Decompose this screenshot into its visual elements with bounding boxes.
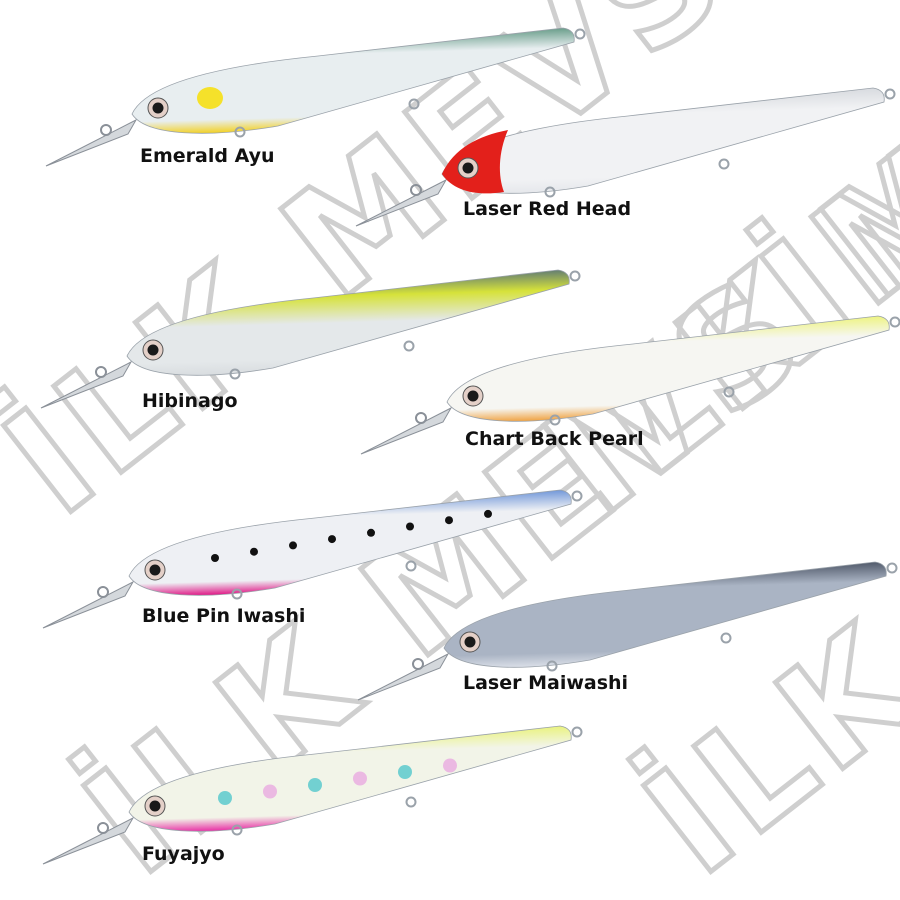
hook-hanger — [405, 560, 417, 572]
pupil — [149, 564, 161, 576]
tail-ring — [886, 562, 898, 574]
hook-hanger — [403, 340, 415, 352]
glow-spot — [263, 784, 277, 799]
lure-laser-maiwashi — [357, 561, 898, 701]
lure-name-label: Chart Back Pearl — [465, 428, 644, 450]
line-tie-ring — [410, 184, 422, 196]
hook-hanger — [234, 126, 246, 138]
lure-name-label: Emerald Ayu — [140, 145, 275, 167]
pin-dot — [406, 522, 414, 531]
pin-dot — [367, 528, 375, 537]
tail-ring — [574, 28, 586, 40]
lure-body — [446, 315, 890, 422]
tail-ring — [884, 88, 896, 100]
lure-name-label: Hibinago — [142, 390, 238, 412]
diving-lip — [357, 652, 450, 701]
hook-hanger — [544, 186, 556, 198]
glow-spot — [353, 771, 367, 786]
hook-hanger — [405, 796, 417, 808]
pupil — [467, 390, 479, 402]
pupil — [464, 636, 476, 648]
pin-dot — [250, 547, 258, 556]
hook-hanger — [718, 158, 730, 170]
diving-lip — [42, 816, 135, 865]
lure-name-label: Blue Pin Iwashi — [142, 605, 306, 627]
lure-blue-pin-iwashi — [42, 489, 583, 629]
lure-body — [441, 87, 885, 194]
lure-emerald-ayu — [45, 27, 586, 167]
lure-laser-red-head — [355, 87, 896, 227]
line-tie-ring — [97, 822, 109, 834]
lure-body — [131, 27, 575, 134]
hook-hanger — [546, 660, 558, 672]
diving-lip — [360, 406, 453, 455]
lure-body — [128, 489, 572, 596]
glow-spot — [218, 791, 232, 805]
glow-spot — [443, 758, 457, 773]
pupil — [147, 344, 159, 356]
lure-name-label: Fuyajyo — [142, 843, 225, 865]
lure-hibinago — [40, 269, 581, 409]
diving-lip — [45, 118, 138, 167]
pupil — [152, 102, 164, 114]
pupil — [149, 800, 161, 812]
pin-dot — [484, 509, 492, 518]
hook-hanger — [549, 414, 561, 426]
hook-hanger — [229, 368, 241, 380]
pupil — [462, 162, 474, 174]
tail-ring — [569, 270, 581, 282]
pin-dot — [328, 535, 336, 544]
line-tie-ring — [415, 412, 427, 424]
lure-body — [443, 561, 887, 668]
line-tie-ring — [100, 124, 112, 136]
diving-lip — [42, 580, 135, 629]
pin-dot — [211, 554, 219, 562]
hook-hanger — [231, 588, 243, 600]
pin-dot — [445, 516, 453, 525]
tail-ring — [571, 490, 583, 502]
tail-ring — [571, 726, 583, 738]
diving-lip — [355, 178, 448, 227]
lure-name-label: Laser Red Head — [463, 198, 632, 220]
lure-name-label: Laser Maiwashi — [463, 672, 629, 694]
glow-spot — [398, 765, 412, 779]
glow-spot — [308, 778, 322, 792]
lure-body — [128, 725, 572, 832]
line-tie-ring — [412, 658, 424, 670]
lure-fuyajyo — [42, 725, 583, 865]
hook-hanger — [720, 632, 732, 644]
hook-hanger — [231, 824, 243, 836]
yellow-spot — [197, 87, 223, 109]
diving-lip — [40, 360, 133, 409]
hook-hanger — [408, 98, 420, 110]
line-tie-ring — [95, 366, 107, 378]
pin-dot — [289, 541, 297, 550]
line-tie-ring — [97, 586, 109, 598]
lure-chart-back-pearl — [360, 315, 900, 455]
lure-body — [126, 269, 570, 376]
tail-ring — [889, 316, 900, 328]
hook-hanger — [723, 386, 735, 398]
